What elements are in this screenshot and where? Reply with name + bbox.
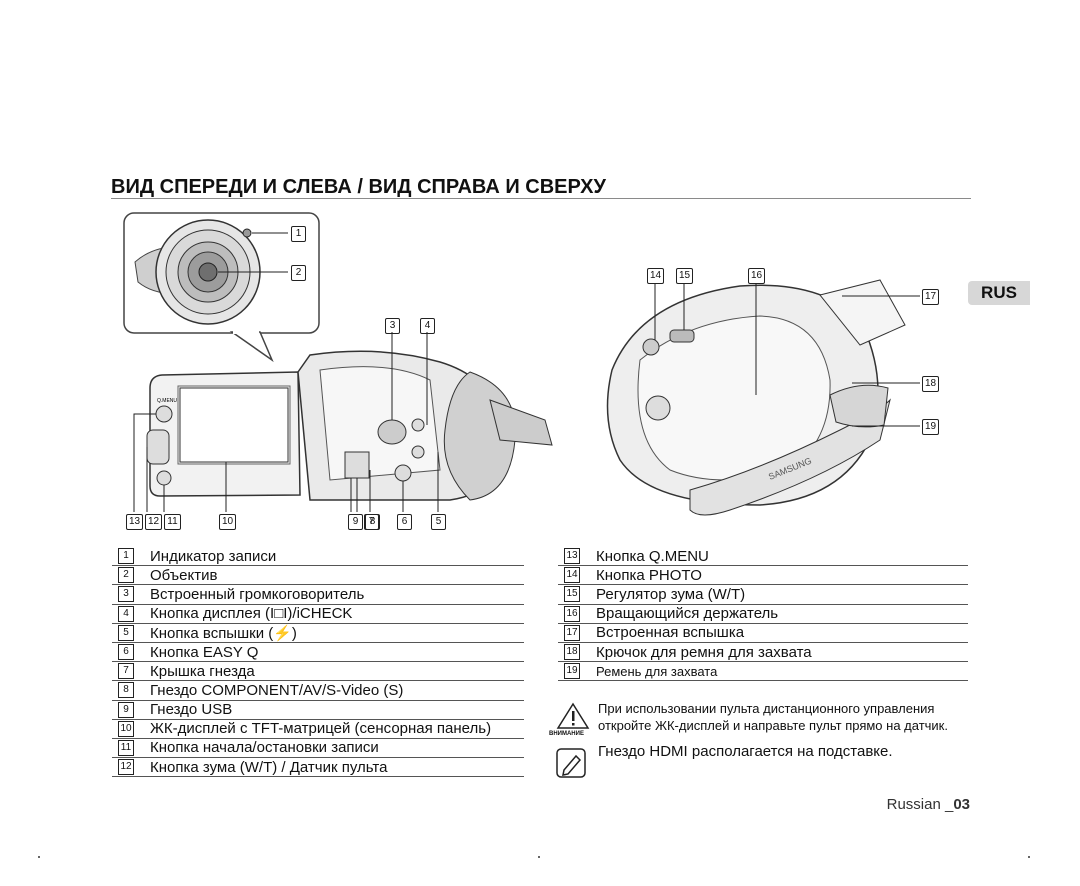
caution-label: ВНИМАНИЕ — [549, 731, 584, 737]
callout-14: 14 — [647, 268, 666, 284]
callout-2: 2 — [291, 265, 308, 281]
page-mark — [38, 856, 40, 858]
page-number: 03 — [953, 796, 970, 813]
camera-illustration: Q.MENU SAMSUNG — [123, 212, 920, 516]
caution-text: При использовании пульта дистанционного … — [598, 700, 948, 734]
note-text: Гнездо HDMI располагается на подставке. — [598, 743, 893, 760]
title-divider — [111, 198, 971, 199]
page-title: ВИД СПЕРЕДИ И СЛЕВА / ВИД СПРАВА И СВЕРХ… — [111, 176, 606, 198]
callout-5: 5 — [431, 514, 448, 530]
camera-left-view: Q.MENU — [133, 332, 553, 512]
page-mark — [538, 856, 540, 858]
callout-17: 17 — [922, 289, 941, 305]
callout-3: 3 — [385, 318, 402, 334]
callout-16: 16 — [748, 268, 767, 284]
camera-top-view: SAMSUNG — [606, 279, 920, 516]
callout-1: 1 — [291, 226, 308, 242]
callout-6: 6 — [397, 514, 414, 530]
caution-line-2: откройте ЖК-дисплей и направьте пульт пр… — [598, 718, 948, 733]
lens-inset — [123, 212, 320, 363]
callout-18: 18 — [922, 376, 941, 392]
qmenu-print: Q.MENU — [157, 398, 177, 404]
callout-10: 10 — [219, 514, 238, 530]
note-icon — [556, 748, 586, 778]
caution-icon — [556, 702, 590, 729]
callout-19: 19 — [922, 419, 941, 435]
page-footer: Russian _03 — [887, 796, 970, 813]
callout-15: 15 — [676, 268, 695, 284]
page-mark — [1028, 856, 1030, 858]
caution-line-1: При использовании пульта дистанционного … — [598, 701, 935, 716]
callout-4: 4 — [420, 318, 437, 334]
language-tab: RUS — [968, 281, 1030, 305]
footer-language: Russian _ — [886, 796, 954, 813]
